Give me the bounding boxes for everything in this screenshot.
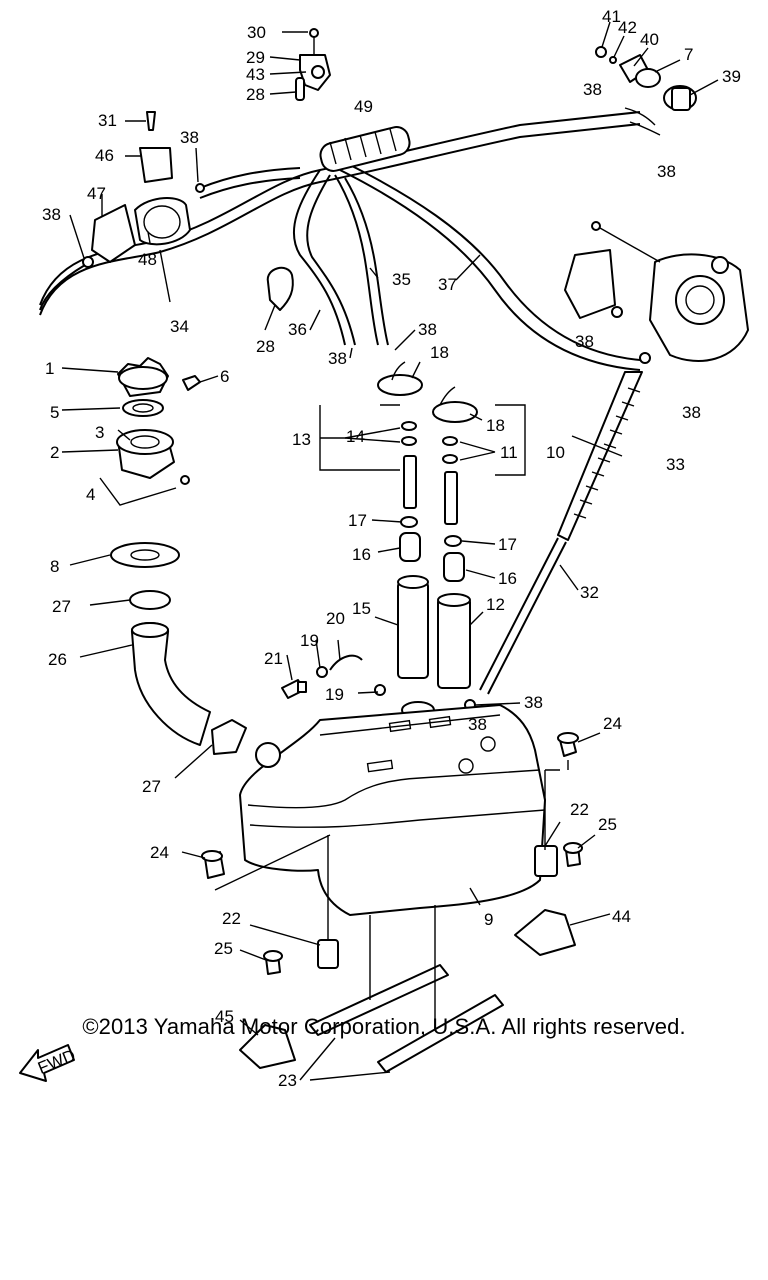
vent-hose [479,371,643,695]
label-8: 8 [50,557,59,576]
label-9: 9 [484,910,493,929]
label-12: 12 [486,595,505,614]
label-43: 43 [246,65,265,84]
label-38: 38 [180,128,199,147]
part-labels: 30 29 43 28 41 42 40 7 39 38 38 38 49 31… [42,7,741,1090]
label-38: 38 [418,320,437,339]
label-13: 13 [292,430,311,449]
parts-diagram: FWD 30 29 43 28 41 42 40 7 39 38 38 38 4… [19,7,749,1090]
label-4: 4 [86,485,95,504]
label-35: 35 [392,270,411,289]
leader-lines [61,21,719,1081]
label-19: 19 [300,631,319,650]
label-38: 38 [575,332,594,351]
label-27: 27 [52,597,71,616]
label-38: 38 [468,715,487,734]
fuel-pickup-right [432,386,478,738]
label-22: 22 [222,909,241,928]
label-15: 15 [352,599,371,618]
label-29: 29 [246,48,265,67]
label-25: 25 [214,939,233,958]
label-38: 38 [42,205,61,224]
label-40: 40 [640,30,659,49]
label-18: 18 [486,416,505,435]
fuel-cock-right [595,46,697,136]
label-33: 33 [666,455,685,474]
label-6: 6 [220,367,229,386]
carburetor [564,221,749,364]
label-31: 31 [98,111,117,130]
label-38: 38 [583,80,602,99]
label-21: 21 [264,649,283,668]
label-17: 17 [498,535,517,554]
fuel-pickup-left [377,361,435,719]
mounting-hardware [201,732,583,1069]
rubber-pads [309,964,504,1073]
label-30: 30 [247,23,266,42]
label-19: 19 [325,685,344,704]
label-10: 10 [546,443,565,462]
label-37: 37 [438,275,457,294]
label-38: 38 [328,349,347,368]
label-11: 11 [500,443,518,462]
label-7: 7 [684,45,693,64]
label-22: 22 [570,800,589,819]
fuel-cock-top [295,28,331,101]
label-41: 41 [602,7,621,26]
label-49: 49 [354,97,373,116]
label-38: 38 [682,403,701,422]
label-45: 45 [215,1007,234,1026]
label-34: 34 [170,317,189,336]
label-38: 38 [657,162,676,181]
filler-hose-assembly [110,542,247,755]
label-28: 28 [246,85,265,104]
fwd-arrow: FWD [19,1044,78,1082]
label-20: 20 [326,609,345,628]
label-47: 47 [87,184,106,203]
label-24: 24 [150,843,169,862]
label-1: 1 [45,359,54,378]
label-25: 25 [598,815,617,834]
fwd-label: FWD [35,1046,78,1078]
label-46: 46 [95,146,114,165]
label-14: 14 [346,427,365,446]
label-36: 36 [288,320,307,339]
label-24: 24 [603,714,622,733]
label-3: 3 [95,423,104,442]
copyright-notice: ©2013 Yamaha Motor Corporation, U.S.A. A… [82,1014,686,1039]
label-32: 32 [580,583,599,602]
harness-sleeve [319,126,411,172]
label-26: 26 [48,650,67,669]
label-18: 18 [430,343,449,362]
fuel-hose-harness [39,111,641,371]
fuel-tank [239,704,546,916]
label-42: 42 [618,18,637,37]
label-39: 39 [722,67,741,86]
fuel-filter-assembly [82,111,205,268]
label-48: 48 [138,250,157,269]
label-23: 23 [278,1071,297,1090]
label-16: 16 [352,545,371,564]
label-38: 38 [524,693,543,712]
label-28: 28 [256,337,275,356]
filler-cap-assembly [116,357,201,485]
label-44: 44 [612,907,631,926]
hose-clip [266,266,294,311]
label-17: 17 [348,511,367,530]
label-5: 5 [50,403,59,422]
label-16: 16 [498,569,517,588]
label-27: 27 [142,777,161,796]
label-2: 2 [50,443,59,462]
